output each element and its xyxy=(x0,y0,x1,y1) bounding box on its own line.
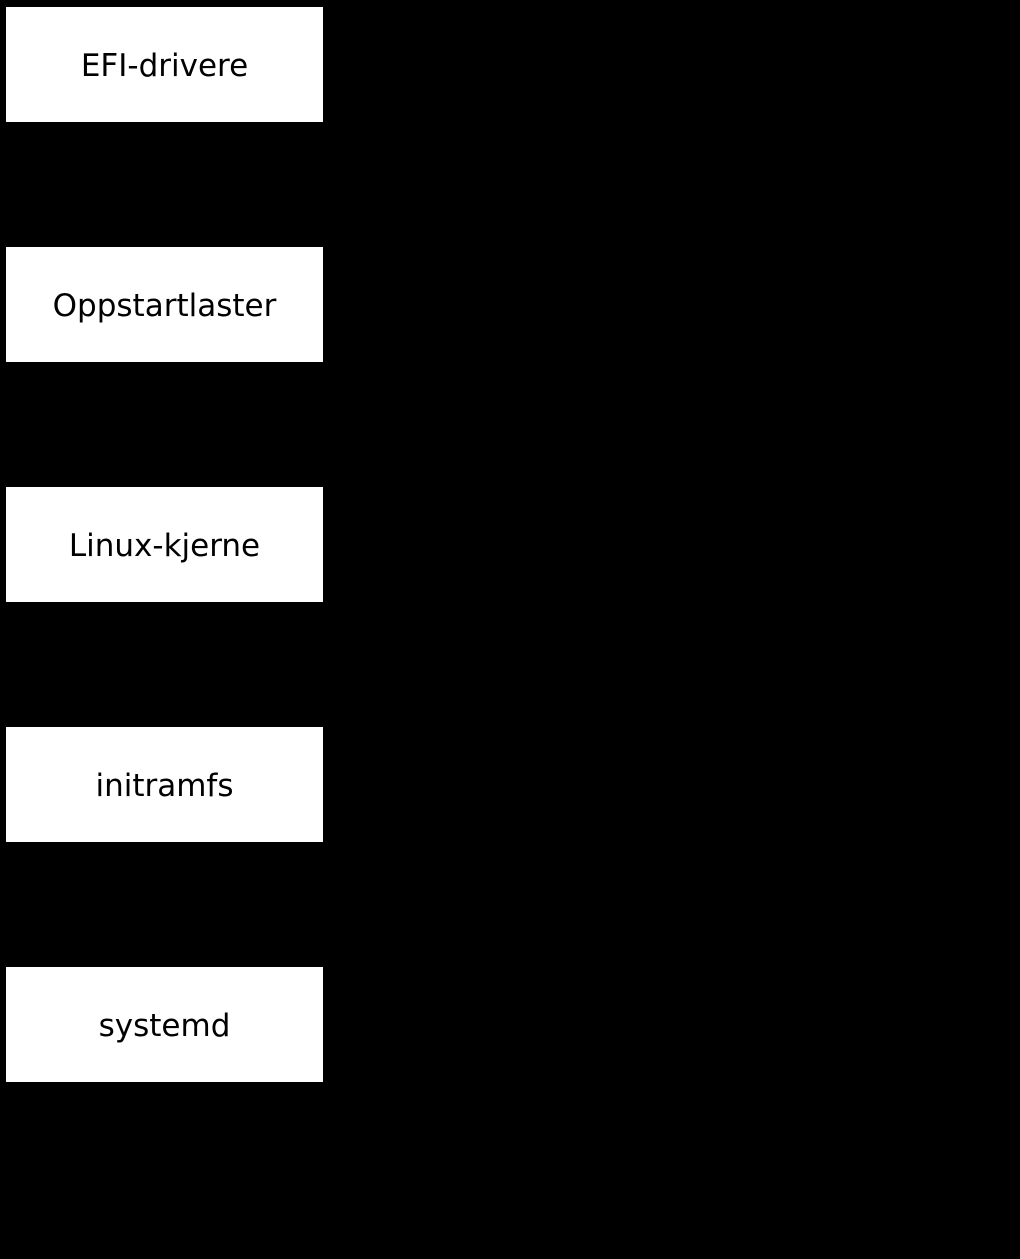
node-oppstartlaster: Oppstartlaster xyxy=(6,247,323,362)
node-label: Linux-kjerne xyxy=(68,528,261,565)
node-label: initramfs xyxy=(95,768,234,805)
node-efi-drivere: EFI-drivere xyxy=(6,7,323,122)
node-label: Oppstartlaster xyxy=(52,288,277,325)
node-initramfs: initramfs xyxy=(6,727,323,842)
node-systemd: systemd xyxy=(6,967,323,1082)
node-label: systemd xyxy=(98,1008,231,1045)
node-linux-kjerne: Linux-kjerne xyxy=(6,487,323,602)
node-label: EFI-drivere xyxy=(80,48,249,85)
